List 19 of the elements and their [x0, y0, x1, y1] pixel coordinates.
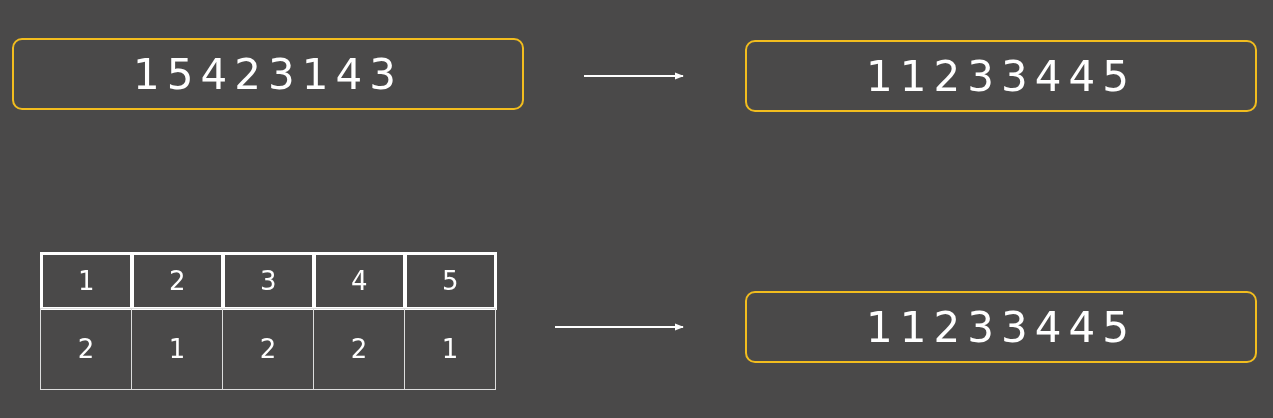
- sequence-box: [745, 40, 1257, 112]
- header-cell: 4: [313, 252, 406, 310]
- number-sequence: 11233445: [866, 302, 1136, 352]
- table-cell: 2: [313, 308, 405, 390]
- number-sequence: 11233445: [866, 51, 1136, 101]
- header-cell: 1: [40, 252, 133, 310]
- header-cell: 2: [131, 252, 224, 310]
- header-cell: 3: [222, 252, 315, 310]
- count-table: [40, 252, 495, 390]
- arrow: [583, 72, 684, 80]
- number-sequence: 15423143: [133, 49, 403, 99]
- table-cell: 1: [404, 308, 496, 390]
- table-cell: 1: [131, 308, 223, 390]
- header-cell: 5: [404, 252, 497, 310]
- arrow: [554, 323, 684, 331]
- sequence-box: [12, 38, 524, 110]
- sequence-box: [745, 291, 1257, 363]
- table-cell: 2: [222, 308, 314, 390]
- table-cell: 2: [40, 308, 132, 390]
